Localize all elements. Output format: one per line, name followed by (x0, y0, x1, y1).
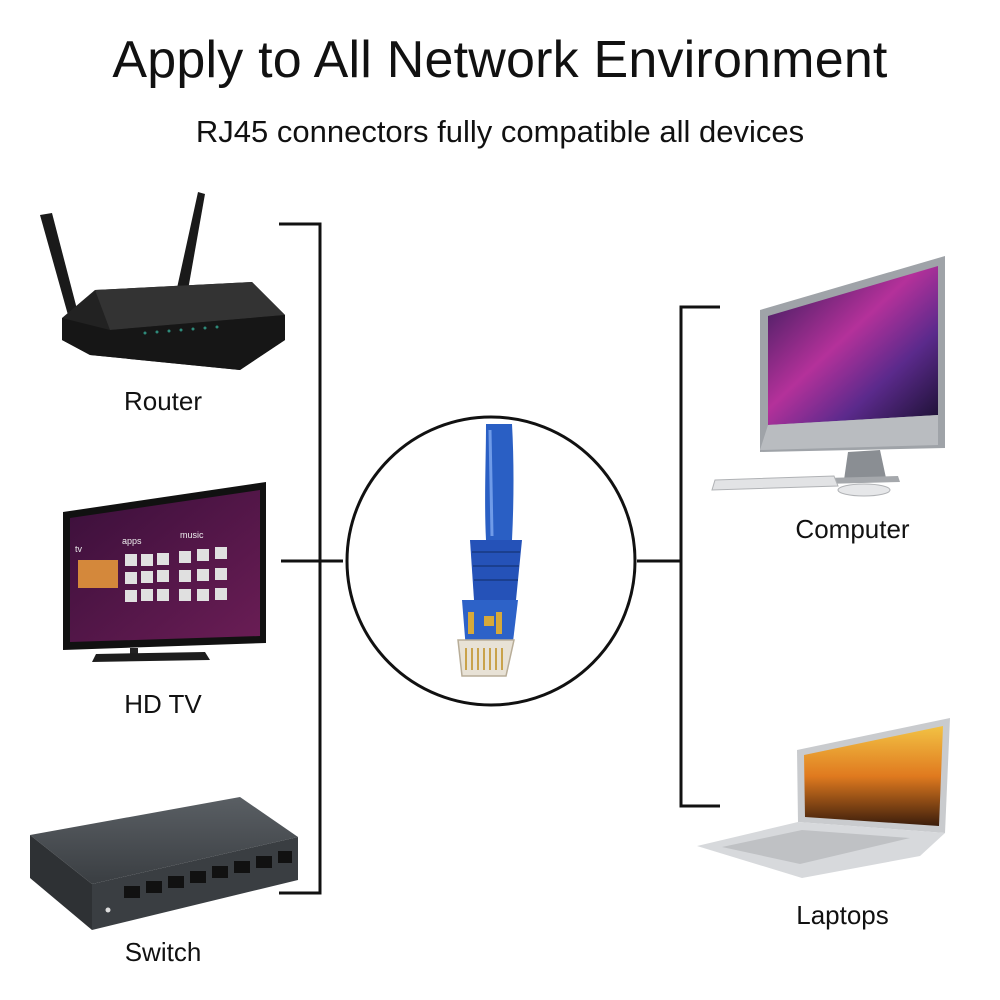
router-label: Router (123, 386, 203, 416)
switch-icon (30, 797, 298, 930)
tv-screen-label-apps: apps (122, 536, 142, 546)
page-subtitle: RJ45 connectors fully compatible all dev… (195, 114, 805, 149)
tv-label: HD TV (124, 689, 202, 719)
switch-label: Switch (124, 937, 202, 967)
right-bracket (637, 305, 720, 808)
tv-icon: tv apps music (63, 482, 266, 662)
desktop-computer-icon (711, 256, 945, 497)
rj45-connector-icon (345, 415, 637, 707)
left-bracket (279, 222, 343, 895)
page-title: Apply to All Network Environment (112, 31, 888, 89)
laptop-label: Laptops (796, 900, 889, 930)
tv-screen-label-music: music (180, 530, 204, 540)
router-icon (40, 192, 285, 370)
tv-screen-label-tv: tv (75, 544, 83, 554)
laptop-icon (697, 718, 950, 878)
computer-label: Computer (795, 514, 910, 544)
